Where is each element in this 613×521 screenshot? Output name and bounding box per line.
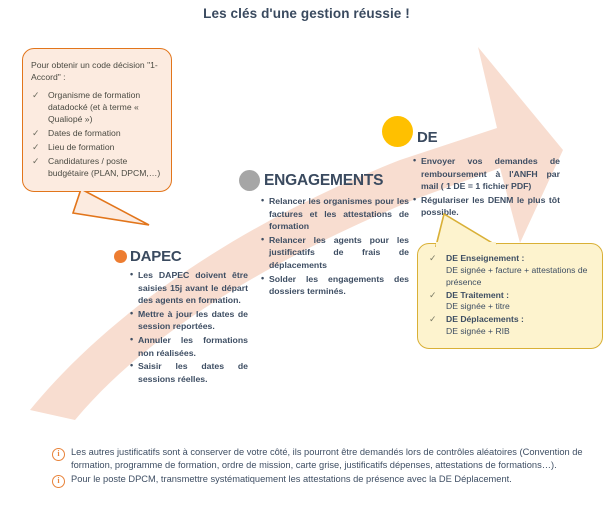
callout-code-decision: Pour obtenir un code décision "1-Accord"… xyxy=(22,48,172,227)
de-types-checklist: ✓ DE Enseignement : DE signée + facture … xyxy=(424,253,594,338)
list-item: ✓ DE Déplacements : DE signée + RIB xyxy=(424,314,594,338)
de-type-detail: DE signée + facture + attestations de pr… xyxy=(446,264,588,287)
info-icon: i xyxy=(52,448,65,461)
code-decision-checklist: ✓ Organisme de formation datadocké (et à… xyxy=(31,90,163,179)
list-item-label: Candidatures / poste budgétaire (PLAN, D… xyxy=(48,155,161,178)
stage-marker-dot-gray xyxy=(239,170,260,191)
check-icon: ✓ xyxy=(32,127,40,138)
callout-lead-text: Pour obtenir un code décision "1-Accord"… xyxy=(31,60,158,83)
list-item-label: Lieu de formation xyxy=(48,141,115,152)
de-type-detail: DE signée + titre xyxy=(446,301,510,312)
de-type-title: DE Enseignement : xyxy=(446,253,525,263)
stage-engagements-title: ENGAGEMENTS xyxy=(264,171,384,189)
list-item: ✓ Dates de formation xyxy=(31,128,163,140)
list-item: Saisir les dates de sessions réelles. xyxy=(130,359,248,385)
footer-notes: i Les autres justificatifs sont à conser… xyxy=(52,446,586,489)
note-row: i Pour le poste DPCM, transmettre systém… xyxy=(52,473,586,489)
note-text: Les autres justificatifs sont à conserve… xyxy=(71,447,583,471)
check-icon: ✓ xyxy=(32,141,40,152)
check-icon: ✓ xyxy=(429,253,437,263)
de-type-title: DE Traitement : xyxy=(446,289,510,300)
list-item-label: Organisme de formation datadocké (et à t… xyxy=(48,90,141,125)
list-item: Relancer les agents pour les justificati… xyxy=(261,233,409,272)
de-type-detail: DE signée + RIB xyxy=(446,326,510,337)
list-item: Annuler les formations non réalisées. xyxy=(130,333,248,359)
list-item: Les DAPEC doivent être saisies 15j avant… xyxy=(130,268,248,307)
stage-dapec: DAPEC Les DAPEC doivent être saisies 15j… xyxy=(114,248,248,386)
stage-dapec-header: DAPEC xyxy=(114,248,248,265)
list-item: Régulariser les DENM le plus tôt possibl… xyxy=(413,193,560,219)
list-item: Relancer les organismes pour les facture… xyxy=(261,194,409,233)
check-icon: ✓ xyxy=(429,314,437,325)
stage-engagements: ENGAGEMENTS Relancer les organismes pour… xyxy=(239,170,409,299)
list-item: ✓ Candidatures / poste budgétaire (PLAN,… xyxy=(31,156,163,180)
list-item: ✓ Lieu de formation xyxy=(31,142,163,154)
list-item: Solder les engagements des dossiers term… xyxy=(261,272,409,298)
list-item-label: Dates de formation xyxy=(48,127,121,138)
info-icon: i xyxy=(52,475,65,489)
stage-de-header: DE xyxy=(382,116,560,147)
list-item: ✓ Organisme de formation datadocké (et à… xyxy=(31,90,163,126)
callout-tail-orange xyxy=(71,185,150,227)
stage-engagements-bullets: Relancer les organismes pour les facture… xyxy=(261,194,409,298)
de-type-title: DE Déplacements : xyxy=(446,314,524,325)
page-title: Les clés d'une gestion réussie ! xyxy=(203,6,410,21)
stage-dapec-title: DAPEC xyxy=(130,248,182,265)
stage-de: DE Envoyer vos demandes de remboursement… xyxy=(382,116,560,220)
stage-de-bullets: Envoyer vos demandes de remboursement à … xyxy=(413,154,560,219)
stage-de-title: DE xyxy=(417,129,438,146)
list-item: Mettre à jour les dates de session repor… xyxy=(130,307,248,333)
stage-marker-dot-yellow xyxy=(382,116,413,147)
list-item: ✓ DE Traitement : DE signée + titre xyxy=(424,290,594,314)
callout-de-types: ✓ DE Enseignement : DE signée + facture … xyxy=(417,212,603,350)
callout-tail-yellow xyxy=(434,212,497,250)
stage-dapec-bullets: Les DAPEC doivent être saisies 15j avant… xyxy=(130,268,248,385)
note-row: i Les autres justificatifs sont à conser… xyxy=(52,446,586,472)
check-icon: ✓ xyxy=(32,90,40,101)
list-item: Envoyer vos demandes de remboursement à … xyxy=(413,154,560,193)
list-item: ✓ DE Enseignement : DE signée + facture … xyxy=(424,253,594,289)
stage-marker-dot-orange xyxy=(114,250,127,263)
check-icon: ✓ xyxy=(429,289,437,300)
note-text: Pour le poste DPCM, transmettre systémat… xyxy=(71,474,512,485)
check-icon: ✓ xyxy=(32,155,40,166)
stage-engagements-header: ENGAGEMENTS xyxy=(239,170,409,191)
